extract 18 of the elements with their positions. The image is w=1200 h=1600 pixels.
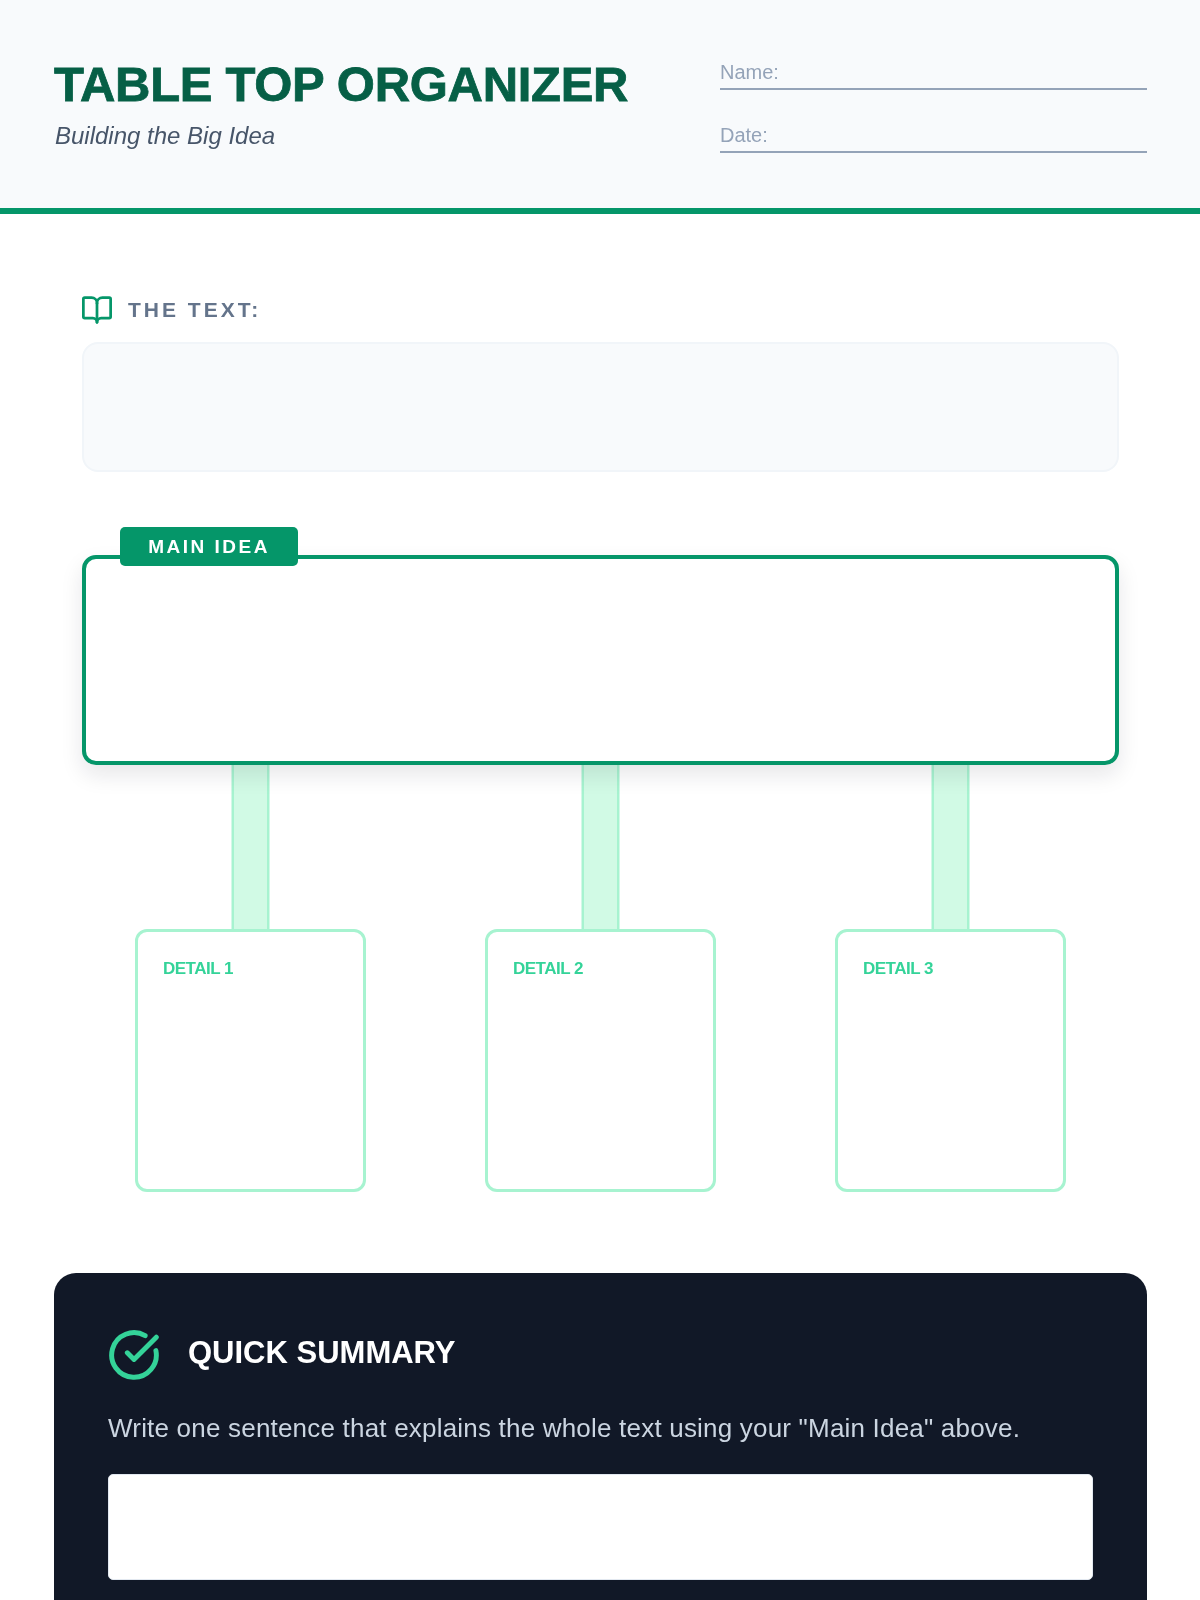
instruction-text: Write one sentence that explains the whole text using your "Main Idea" above. xyxy=(108,1412,1021,1444)
detail-box xyxy=(135,929,366,1192)
summary-panel xyxy=(54,1273,1147,1600)
subtitle: Building the Big Idea xyxy=(55,124,276,148)
detail-heading: DETAIL 1 xyxy=(163,959,233,979)
section-heading: THE TEXT: xyxy=(128,297,262,323)
connector-bar xyxy=(931,765,970,929)
detail-heading: DETAIL 3 xyxy=(863,959,933,979)
detail-box xyxy=(835,929,1066,1192)
fill-in-line: Name: xyxy=(720,60,1147,90)
connector-bar xyxy=(581,765,620,929)
detail-box xyxy=(485,929,716,1192)
panel-heading: QUICK SUMMARY xyxy=(188,1335,456,1371)
fill-in-line: Date: xyxy=(720,123,1147,153)
heading-tab: MAIN IDEA xyxy=(120,527,298,566)
detail-heading: DETAIL 2 xyxy=(513,959,583,979)
connector-bar xyxy=(231,765,270,929)
title: TABLE TOP ORGANIZER xyxy=(54,60,629,109)
